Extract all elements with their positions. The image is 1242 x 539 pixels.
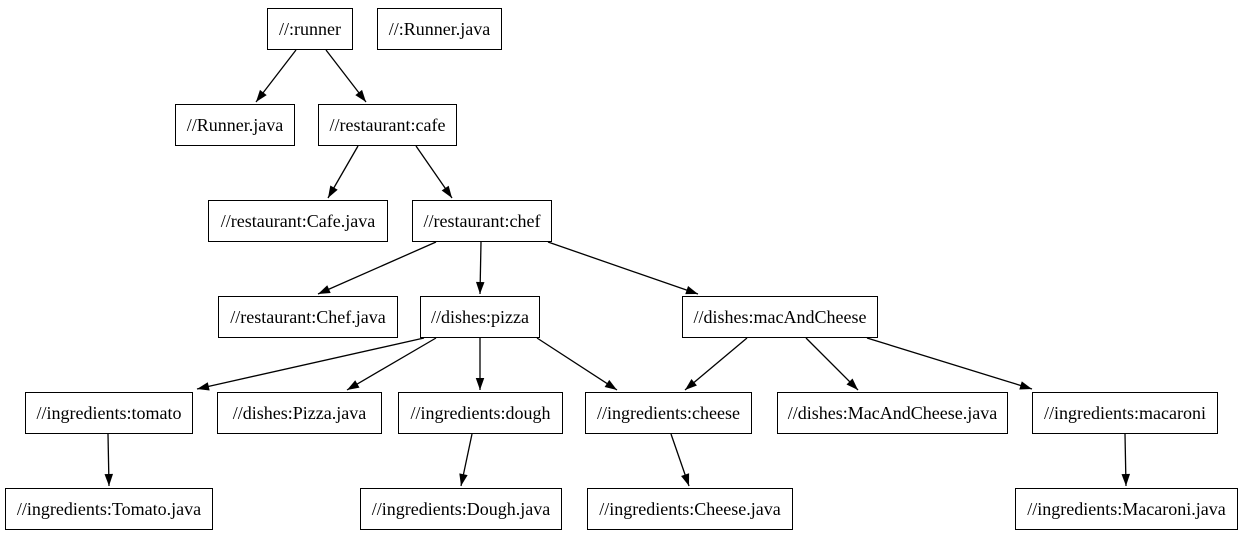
graph-edge-cheese-to-cheese_java [670,433,690,487]
graph-node-macaroni_java: //ingredients:Macaroni.java [1015,488,1238,530]
graph-node-root_runner_java: //:Runner.java [377,8,502,50]
graph-node-mac_and_cheese: //dishes:macAndCheese [682,296,878,338]
graph-edge-cafe-to-cafe_java [327,145,359,199]
graph-edge-cafe-to-chef [415,145,453,199]
graph-edge-mac_and_cheese-to-mac_java [805,337,859,391]
graph-edge-mac_and_cheese-to-cheese [684,337,748,391]
graph-edge-pizza-to-pizza_java [346,337,437,391]
graph-node-chef: //restaurant:chef [412,200,552,242]
graph-edge-chef-to-chef_java [317,241,437,295]
graph-edge-mac_and_cheese-to-macaroni [866,337,1033,390]
graph-node-runner_java: //Runner.java [175,104,295,146]
graph-node-cheese_java: //ingredients:Cheese.java [587,488,793,530]
graph-node-macaroni: //ingredients:macaroni [1032,392,1218,434]
graph-node-tomato: //ingredients:tomato [25,392,193,434]
graph-edge-macaroni-to-macaroni_java [1121,433,1131,487]
graph-edges [104,49,1131,487]
graph-edge-runner-to-cafe [325,49,367,103]
graph-edge-pizza-to-cheese [536,337,618,391]
graph-node-dough: //ingredients:dough [398,392,563,434]
graph-edge-tomato-to-tomato_java [104,433,114,487]
graph-node-mac_java: //dishes:MacAndCheese.java [777,392,1008,434]
graph-node-runner: //:runner [267,8,353,50]
graph-edge-pizza-to-tomato [196,337,425,391]
graph-edge-chef-to-mac_and_cheese [547,241,699,295]
graph-node-tomato_java: //ingredients:Tomato.java [5,488,213,530]
graph-node-pizza: //dishes:pizza [420,296,540,338]
graph-node-cheese: //ingredients:cheese [585,392,752,434]
graph-edge-chef-to-pizza [475,241,485,295]
graph-node-pizza_java: //dishes:Pizza.java [217,392,382,434]
graph-node-dough_java: //ingredients:Dough.java [360,488,562,530]
graph-edge-runner-to-runner_java [255,49,297,103]
graph-edge-dough-to-dough_java [459,433,473,487]
graph-node-cafe: //restaurant:cafe [318,104,457,146]
graph-node-cafe_java: //restaurant:Cafe.java [208,200,388,242]
graph-node-chef_java: //restaurant:Chef.java [218,296,398,338]
